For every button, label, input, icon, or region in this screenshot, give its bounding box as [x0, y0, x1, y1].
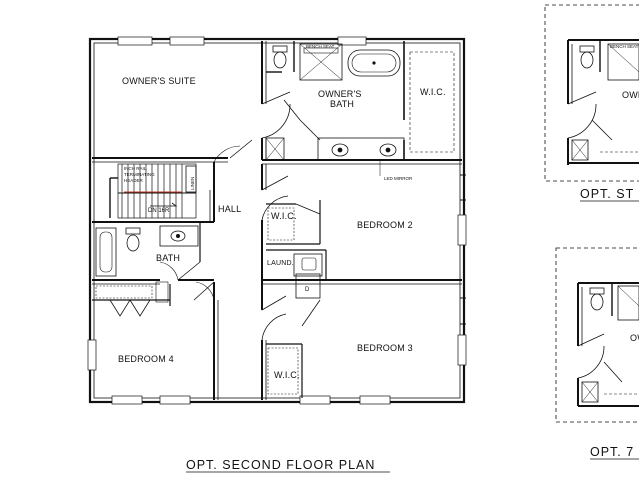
- door-swings: [109, 91, 321, 341]
- bedroom2-wic-label: W.I.C.: [271, 211, 297, 221]
- bedroom2-label: BEDROOM 2: [357, 220, 413, 230]
- option-plan-bottom: [555, 247, 639, 423]
- staircase: [109, 163, 197, 219]
- option-top-bath-label: OWNER'S: [622, 90, 639, 100]
- laundry-fixtures: [293, 253, 323, 299]
- dryer-note: D: [305, 287, 310, 293]
- windows: [87, 36, 467, 405]
- option-bottom-bath-label: OWNER'S: [630, 333, 639, 343]
- linen-note: LINEN: [190, 177, 195, 190]
- owners-bath-label-line2: BATH: [330, 99, 354, 109]
- option-bottom-caption: OPT. 7: [590, 445, 634, 459]
- owners-suite-label: OWNER'S SUITE: [122, 76, 196, 86]
- option-plan-top: [544, 4, 639, 182]
- owners-bath-label-line1: OWNER'S: [318, 89, 362, 99]
- room-labels: OWNER'S SUITE OWNER'S BATH W.I.C. HALL B…: [118, 76, 446, 380]
- bath-label: BATH: [156, 253, 180, 263]
- owners-bath-fixtures: [265, 43, 455, 176]
- laundry-label: LAUND.: [267, 260, 294, 267]
- main-plan-caption: OPT. SECOND FLOOR PLAN: [186, 458, 375, 472]
- led-mirror-note: LED MIRROR: [384, 176, 413, 181]
- bench-seat-note: BENCH SEAT: [306, 44, 335, 49]
- option-top-bench-note: BENCH SEAT: [610, 44, 639, 49]
- owner-wic-label: W.I.C.: [420, 87, 446, 97]
- bedroom3-label: BEDROOM 3: [357, 343, 413, 353]
- stair-rail-note-1: INCH RAIL: [124, 166, 147, 171]
- option-top-caption: OPT. ST: [580, 187, 634, 201]
- stair-note: DN 16R: [148, 208, 170, 214]
- plan-notes: DN 16R LED MIRROR BENCH SEAT INCH RAIL T…: [124, 44, 413, 293]
- bedroom3-wic-label: W.I.C.: [274, 370, 300, 380]
- closet-shelves: [95, 207, 299, 395]
- hall-label: HALL: [218, 204, 241, 214]
- stair-rail-note-3: HEADER: [124, 178, 144, 183]
- hall-bath-fixtures: [95, 225, 199, 303]
- interior-walls: [92, 41, 462, 400]
- stair-rail-note-2: TERMINATING: [124, 172, 155, 177]
- bedroom4-label: BEDROOM 4: [118, 354, 174, 364]
